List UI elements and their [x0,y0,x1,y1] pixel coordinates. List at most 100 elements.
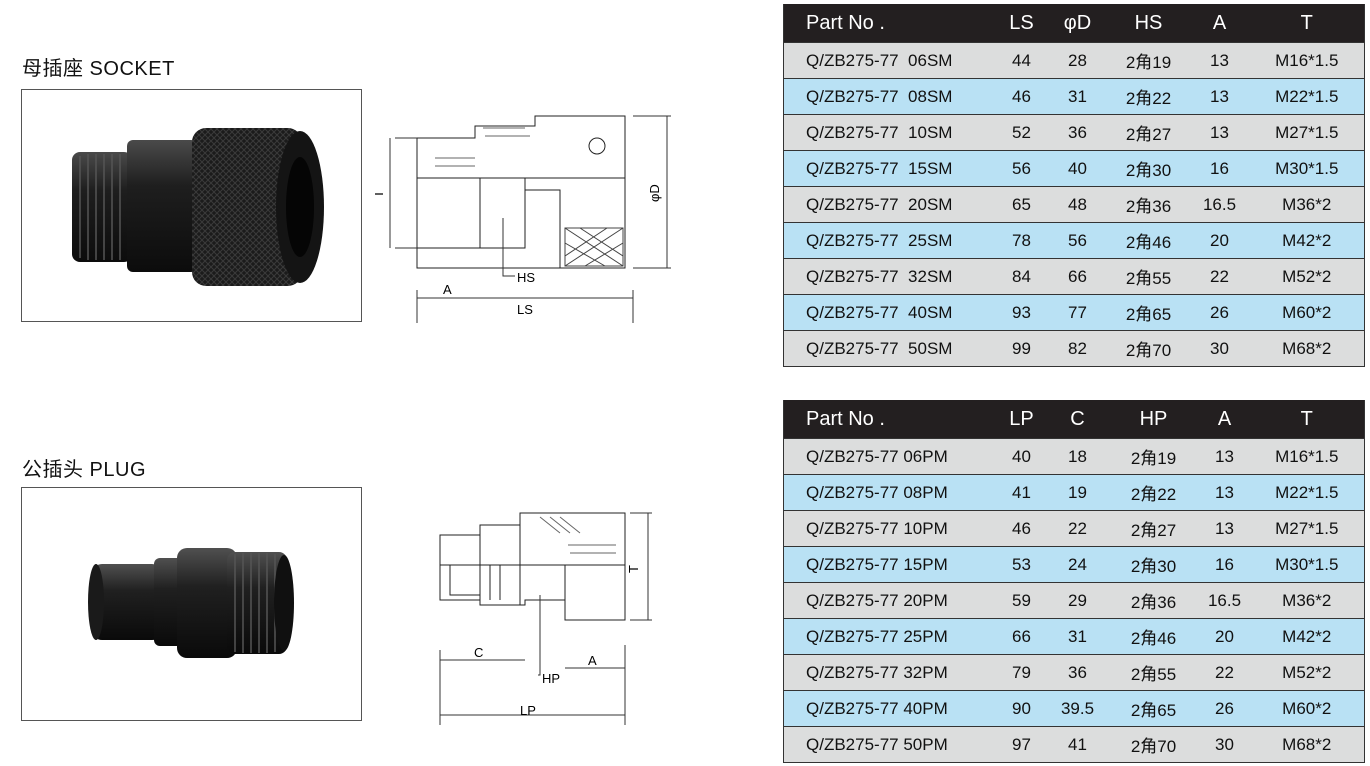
plug-label-a: A [588,653,597,668]
socket-label-t: T [375,190,386,198]
cell-part-no: Q/ZB275-77 20SM [783,186,996,223]
cell-part-no: Q/ZB275-77 08SM [783,78,996,115]
cell-part-no: Q/ZB275-77 40PM [783,690,996,727]
cell: 56 [1047,222,1108,259]
cell: 36 [1047,114,1108,151]
plug-label-c: C [474,645,483,660]
socket-label-a: A [443,282,452,297]
socket-technical-drawing: T φD HS A LS [375,115,671,323]
cell: 30 [1189,330,1250,367]
cell: 16 [1189,150,1250,187]
cell: M52*2 [1249,654,1365,691]
cell: 2角19 [1107,42,1190,79]
cell-part-no: Q/ZB275-77 25PM [783,618,996,655]
cell-part-no: Q/ZB275-77 25SM [783,222,996,259]
socket-photo [21,89,362,322]
cell: 40 [1047,150,1108,187]
cell: 2角19 [1107,438,1200,475]
cell: 2角70 [1107,726,1200,763]
socket-title: 母插座 SOCKET [22,58,175,80]
cell: 13 [1189,114,1250,151]
cell: 82 [1047,330,1108,367]
cell: 52 [995,114,1048,151]
cell: 66 [1047,258,1108,295]
cell: 19 [1047,474,1108,511]
cell-part-no: Q/ZB275-77 08PM [783,474,996,511]
cell: 46 [995,78,1048,115]
cell: 59 [995,582,1048,619]
cell: 2角65 [1107,690,1200,727]
cell: 16.5 [1199,582,1250,619]
cell: 48 [1047,186,1108,223]
cell: M60*2 [1249,690,1365,727]
cell-part-no: Q/ZB275-77 20PM [783,582,996,619]
cell: 2角46 [1107,222,1190,259]
cell: 2角55 [1107,258,1190,295]
cell: 2角70 [1107,330,1190,367]
cell: 2角22 [1107,474,1200,511]
cell: 22 [1189,258,1250,295]
col-header-hs: HS [1107,4,1190,43]
cell: 79 [995,654,1048,691]
cell: 2角46 [1107,618,1200,655]
cell: M60*2 [1249,294,1365,331]
cell: 2角36 [1107,186,1190,223]
col-header-hp: HP [1107,400,1200,439]
cell-part-no: Q/ZB275-77 15SM [783,150,996,187]
cell: 30 [1199,726,1250,763]
cell: M42*2 [1249,618,1365,655]
cell: 99 [995,330,1048,367]
plug-label-hp: HP [542,671,560,686]
col-header-t: T [1249,4,1365,43]
plug-photo [21,487,362,721]
cell: 41 [1047,726,1108,763]
cell: 2角27 [1107,510,1200,547]
cell: 28 [1047,42,1108,79]
cell: 39.5 [1047,690,1108,727]
cell: 53 [995,546,1048,583]
col-header-part-no: Part No . [783,4,996,43]
socket-label-d: φD [647,184,662,202]
cell: 2角22 [1107,78,1190,115]
cell: 13 [1189,42,1250,79]
col-header-c: C [1047,400,1108,439]
cell: 90 [995,690,1048,727]
cell: 2角55 [1107,654,1200,691]
cell-part-no: Q/ZB275-77 10SM [783,114,996,151]
cell: 20 [1189,222,1250,259]
cell-part-no: Q/ZB275-77 06SM [783,42,996,79]
cell: 29 [1047,582,1108,619]
cell: 46 [995,510,1048,547]
cell: 24 [1047,546,1108,583]
cell: M68*2 [1249,726,1365,763]
cell: M30*1.5 [1249,546,1365,583]
cell: 31 [1047,78,1108,115]
cell: 26 [1199,690,1250,727]
cell-part-no: Q/ZB275-77 10PM [783,510,996,547]
cell: 31 [1047,618,1108,655]
cell: M22*1.5 [1249,78,1365,115]
socket-label-ls: LS [517,302,533,317]
col-header-ls: LS [995,4,1048,43]
cell: 16 [1199,546,1250,583]
cell: 66 [995,618,1048,655]
cell: 26 [1189,294,1250,331]
cell: 20 [1199,618,1250,655]
cell: M30*1.5 [1249,150,1365,187]
